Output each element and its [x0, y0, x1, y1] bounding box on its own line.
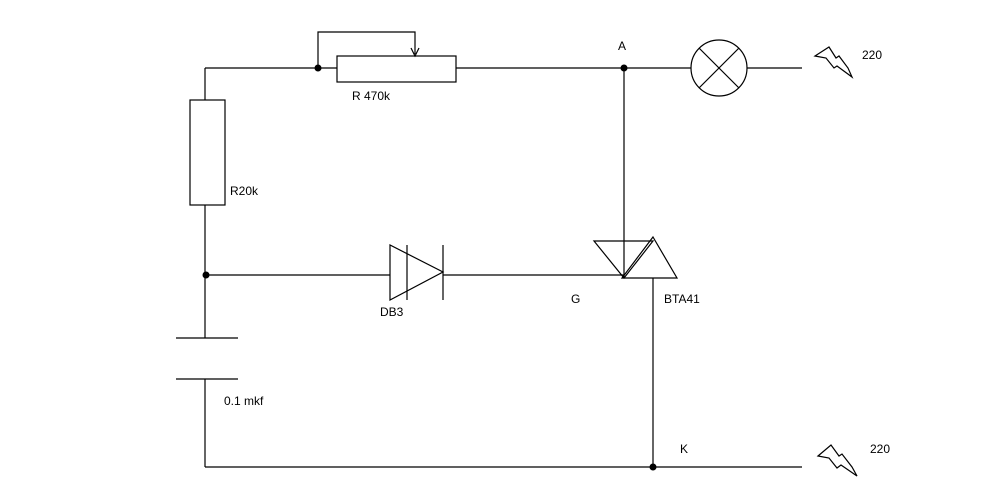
triac-label: BTA41 [664, 292, 700, 306]
junction-dot-a [620, 64, 628, 72]
capacitor-label: 0.1 mkf [224, 394, 264, 408]
potentiometer-label: R 470k [352, 89, 391, 103]
diac-label: DB3 [380, 305, 404, 319]
supply-voltage-label-top: 220 [862, 48, 883, 62]
supply-voltage-label-bottom: 220 [870, 442, 891, 456]
diac-icon [389, 244, 445, 301]
lightning-bolt-icon [816, 444, 858, 477]
gate-label: G [571, 292, 581, 306]
lamp-icon [690, 39, 748, 97]
resistor-icon [189, 99, 226, 206]
resistor-label: R20k [230, 184, 259, 198]
capacitor-icon [176, 337, 238, 380]
node-a-label: A [618, 39, 627, 53]
lightning-bolt-icon [813, 46, 854, 79]
node-k-label: K [680, 442, 689, 456]
triac-icon [592, 235, 679, 279]
junction-dot-k [649, 463, 657, 471]
potentiometer-icon [317, 31, 457, 83]
junction-dot-wiper [314, 64, 322, 72]
junction-dot-left [202, 271, 210, 279]
